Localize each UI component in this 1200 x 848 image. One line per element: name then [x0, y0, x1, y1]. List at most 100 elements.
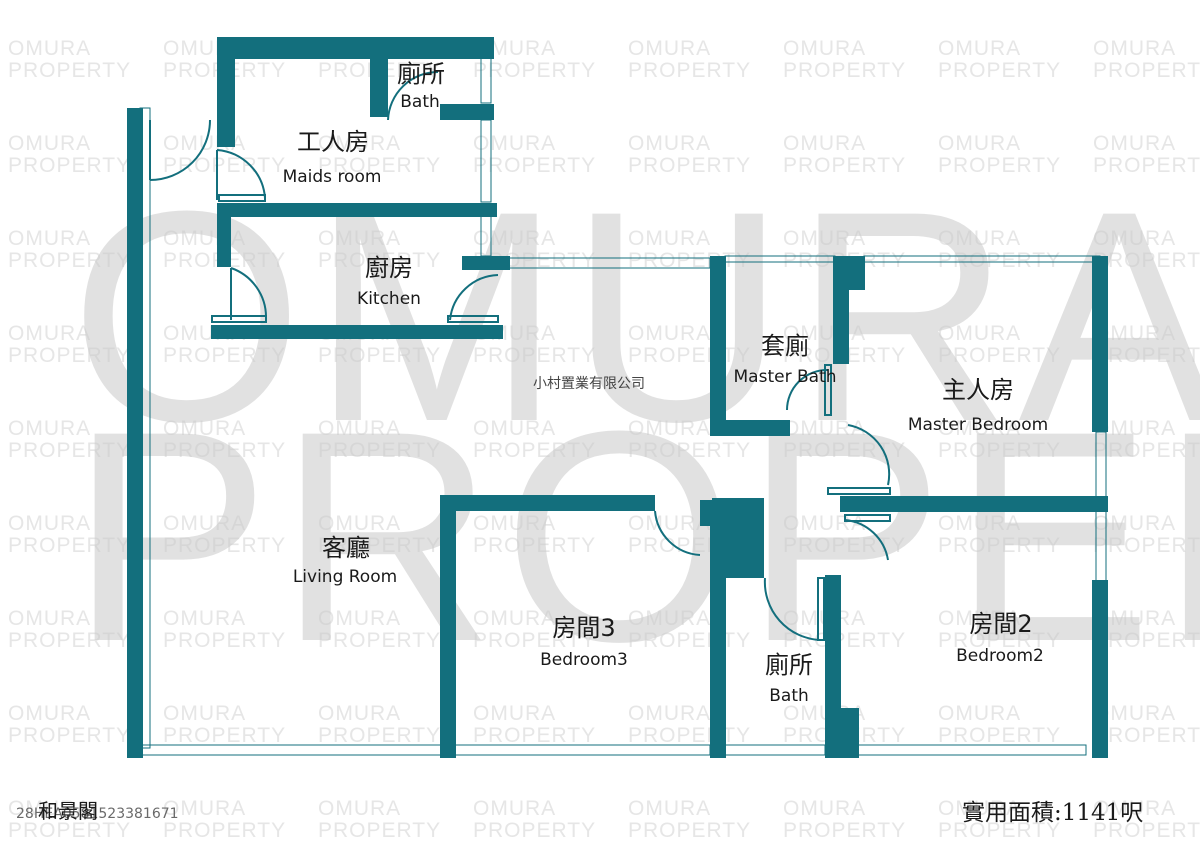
- label-bedroom2-zh: 房間2: [969, 610, 1032, 638]
- watermark-tile-line2: PROPERTY: [1093, 59, 1200, 82]
- watermark-tile-line1: OMURA: [318, 512, 401, 535]
- watermark-tile-line1: OMURA: [1093, 227, 1176, 250]
- watermark-tile-line2: PROPERTY: [473, 59, 596, 82]
- watermark-tile-line2: PROPERTY: [1093, 819, 1200, 842]
- label-bath-bottom-en: Bath: [769, 686, 809, 706]
- label-bedroom2-en: Bedroom2: [956, 646, 1044, 666]
- label-master-bath-zh: 套廁: [761, 332, 809, 360]
- watermark-tile-line1: OMURA: [473, 797, 556, 820]
- watermark-tile-line2: PROPERTY: [938, 819, 1061, 842]
- watermark-tile-line1: OMURA: [8, 797, 91, 820]
- watermark-tile-line2: PROPERTY: [163, 724, 286, 747]
- doors: [149, 70, 891, 641]
- watermark-tile-line2: PROPERTY: [8, 534, 131, 557]
- watermark-tile-line2: PROPERTY: [783, 439, 906, 462]
- watermark-tile-line2: PROPERTY: [783, 629, 906, 652]
- label-bath-bottom-zh: 廁所: [765, 651, 813, 679]
- watermark-tile-line2: PROPERTY: [318, 154, 441, 177]
- watermark-tile-line1: OMURA: [1093, 702, 1176, 725]
- watermark-tile-line1: OMURA: [1093, 512, 1176, 535]
- watermark-tile-line1: OMURA: [938, 607, 1021, 630]
- watermark-tile-line2: PROPERTY: [163, 344, 286, 367]
- watermark-tile-line2: PROPERTY: [318, 534, 441, 557]
- agency-name: 小村置業有限公司: [533, 376, 645, 392]
- label-bedroom3-en: Bedroom3: [540, 650, 628, 670]
- watermark-tile-line2: PROPERTY: [1093, 344, 1200, 367]
- watermark-tile-line2: PROPERTY: [938, 724, 1061, 747]
- label-master-bedroom-en: Master Bedroom: [908, 415, 1048, 435]
- watermark-tile-line2: PROPERTY: [628, 154, 751, 177]
- watermark-tile-line1: OMURA: [163, 607, 246, 630]
- watermark-tile-line2: PROPERTY: [938, 534, 1061, 557]
- watermark-tile-line1: OMURA: [8, 132, 91, 155]
- watermark-tile-line2: PROPERTY: [628, 819, 751, 842]
- watermark-tile-line1: OMURA: [628, 322, 711, 345]
- watermark-tile-line1: OMURA: [473, 417, 556, 440]
- room-labels: 工人房 Maids room 廁所 Bath 廚房 Kitchen 套廁 Mas…: [283, 60, 1049, 706]
- label-living-room-zh: 客廳: [322, 534, 370, 562]
- watermark-tile-line2: PROPERTY: [473, 724, 596, 747]
- watermark-tile-line2: PROPERTY: [1093, 629, 1200, 652]
- watermark-tile-line2: PROPERTY: [938, 59, 1061, 82]
- watermark-tiles: OMURAPROPERTYOMURAPROPERTYOMURAPROPERTYO…: [8, 37, 1200, 842]
- watermark-tile-line2: PROPERTY: [8, 629, 131, 652]
- watermark-tile-line1: OMURA: [938, 322, 1021, 345]
- watermark-tile-line2: PROPERTY: [473, 534, 596, 557]
- watermark-tile-line2: PROPERTY: [938, 154, 1061, 177]
- saleable-area: 實用面積:1141呎: [962, 800, 1144, 826]
- watermark-tile-line1: OMURA: [1093, 607, 1176, 630]
- watermark-tile-line1: OMURA: [1093, 322, 1176, 345]
- watermark-tile-line2: PROPERTY: [8, 344, 131, 367]
- watermark-tile-line2: PROPERTY: [938, 629, 1061, 652]
- watermark-tile-line1: OMURA: [783, 227, 866, 250]
- watermark-tile-line2: PROPERTY: [473, 439, 596, 462]
- label-maids-room-en: Maids room: [283, 167, 382, 187]
- watermark-tile-line1: OMURA: [318, 417, 401, 440]
- watermark-tile-line2: PROPERTY: [8, 59, 131, 82]
- watermark-tile-line1: OMURA: [938, 227, 1021, 250]
- watermark-tile-line2: PROPERTY: [8, 439, 131, 462]
- watermark-tile-line1: OMURA: [628, 132, 711, 155]
- watermark-tile-line2: PROPERTY: [318, 249, 441, 272]
- watermark-tile-line2: PROPERTY: [318, 439, 441, 462]
- watermark-tile-line2: PROPERTY: [473, 344, 596, 367]
- watermark-tile-line2: PROPERTY: [473, 154, 596, 177]
- watermark-tile-line1: OMURA: [163, 702, 246, 725]
- watermark-tile-line2: PROPERTY: [163, 629, 286, 652]
- building-name: 和景閣: [38, 799, 98, 823]
- watermark-tile-line1: OMURA: [938, 512, 1021, 535]
- watermark-tile-line1: OMURA: [318, 132, 401, 155]
- watermark-tile-line2: PROPERTY: [628, 59, 751, 82]
- watermark-tile-line1: OMURA: [1093, 37, 1176, 60]
- watermark-tile-line2: PROPERTY: [628, 724, 751, 747]
- watermark-tile-line2: PROPERTY: [8, 154, 131, 177]
- watermark-tile-line2: PROPERTY: [163, 534, 286, 557]
- watermark-tile-line1: OMURA: [628, 797, 711, 820]
- listing-id: 28HEA0581523381671: [16, 806, 179, 822]
- watermark-tile-line2: PROPERTY: [163, 439, 286, 462]
- watermark-tile-line1: OMURA: [8, 37, 91, 60]
- watermark-tile-line1: OMURA: [163, 417, 246, 440]
- watermark-tile-line1: OMURA: [163, 512, 246, 535]
- watermark-tile-line2: PROPERTY: [1093, 724, 1200, 747]
- walls: [127, 37, 1108, 758]
- label-kitchen-zh: 廚房: [365, 254, 413, 282]
- watermark-tile-line2: PROPERTY: [1093, 534, 1200, 557]
- watermark-tile-line1: OMURA: [1093, 417, 1176, 440]
- watermark-tile-line2: PROPERTY: [628, 439, 751, 462]
- watermark-large-line2: PROPERTY: [70, 368, 1200, 704]
- watermark-tile-line2: PROPERTY: [938, 439, 1061, 462]
- watermark-tile-line1: OMURA: [318, 607, 401, 630]
- watermark-tile-line1: OMURA: [938, 417, 1021, 440]
- watermark-tile-line2: PROPERTY: [783, 154, 906, 177]
- watermark-tile-line1: OMURA: [628, 227, 711, 250]
- watermark-tile-line1: OMURA: [8, 227, 91, 250]
- watermark-tile-line1: OMURA: [8, 417, 91, 440]
- watermark-tile-line1: OMURA: [473, 132, 556, 155]
- watermark-tile-line1: OMURA: [318, 797, 401, 820]
- watermark-tile-line2: PROPERTY: [938, 249, 1061, 272]
- watermark-tile-line2: PROPERTY: [938, 344, 1061, 367]
- watermark-tile-line2: PROPERTY: [163, 819, 286, 842]
- watermark-tile-line1: OMURA: [628, 607, 711, 630]
